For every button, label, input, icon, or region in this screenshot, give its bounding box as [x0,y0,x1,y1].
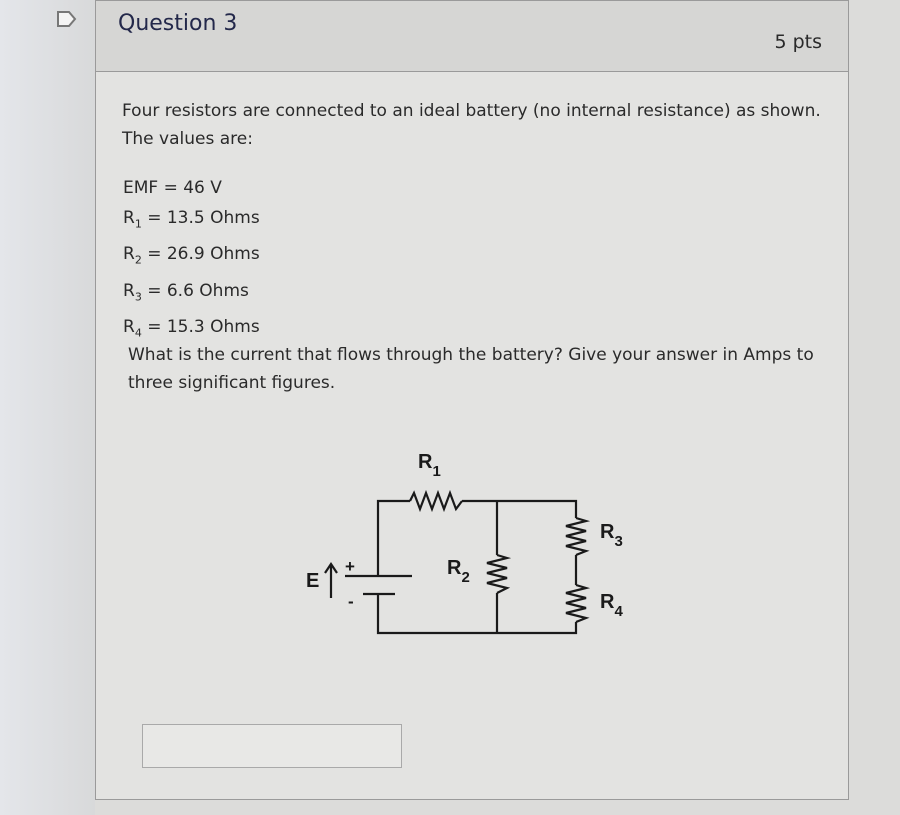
question-card: Question 3 5 pts Four resistors are conn… [95,0,849,800]
resistor-r3 [565,516,591,557]
answer-input[interactable] [142,724,402,768]
label-plus: + [345,557,355,576]
question-points: 5 pts [774,31,822,53]
value-emf: EMF = 46 V [123,178,222,198]
resistor-r2 [486,553,512,594]
value-r1: R1 = 13.5 Ohms [123,208,260,231]
resistor-r1 [409,489,463,513]
left-sidebar [0,0,95,815]
value-r3: R3 = 6.6 Ohms [123,280,249,304]
label-r1: R1 [418,451,441,480]
question-header: Question 3 5 pts [96,1,848,72]
circuit-wires [376,499,578,635]
flag-question-icon[interactable] [56,10,78,28]
label-r2: R2 [447,557,470,586]
label-r3: R3 [600,521,623,550]
question-intro: Four resistors are connected to an ideal… [122,101,821,149]
value-r2: R2 = 26.9 Ohms [123,244,260,267]
emf-arrow-icon [324,562,338,598]
label-r4: R4 [600,591,623,620]
label-minus: - [348,592,354,611]
label-emf: E [306,570,319,592]
resistor-r4 [565,583,591,624]
question-title: Question 3 [118,11,238,36]
values-list: EMF = 46 V R1 = 13.5 Ohms R2 = 26.9 Ohms… [123,173,260,349]
value-r4: R4 = 15.3 Ohms [123,317,260,340]
question-prompt: What is the current that flows through t… [128,345,814,393]
